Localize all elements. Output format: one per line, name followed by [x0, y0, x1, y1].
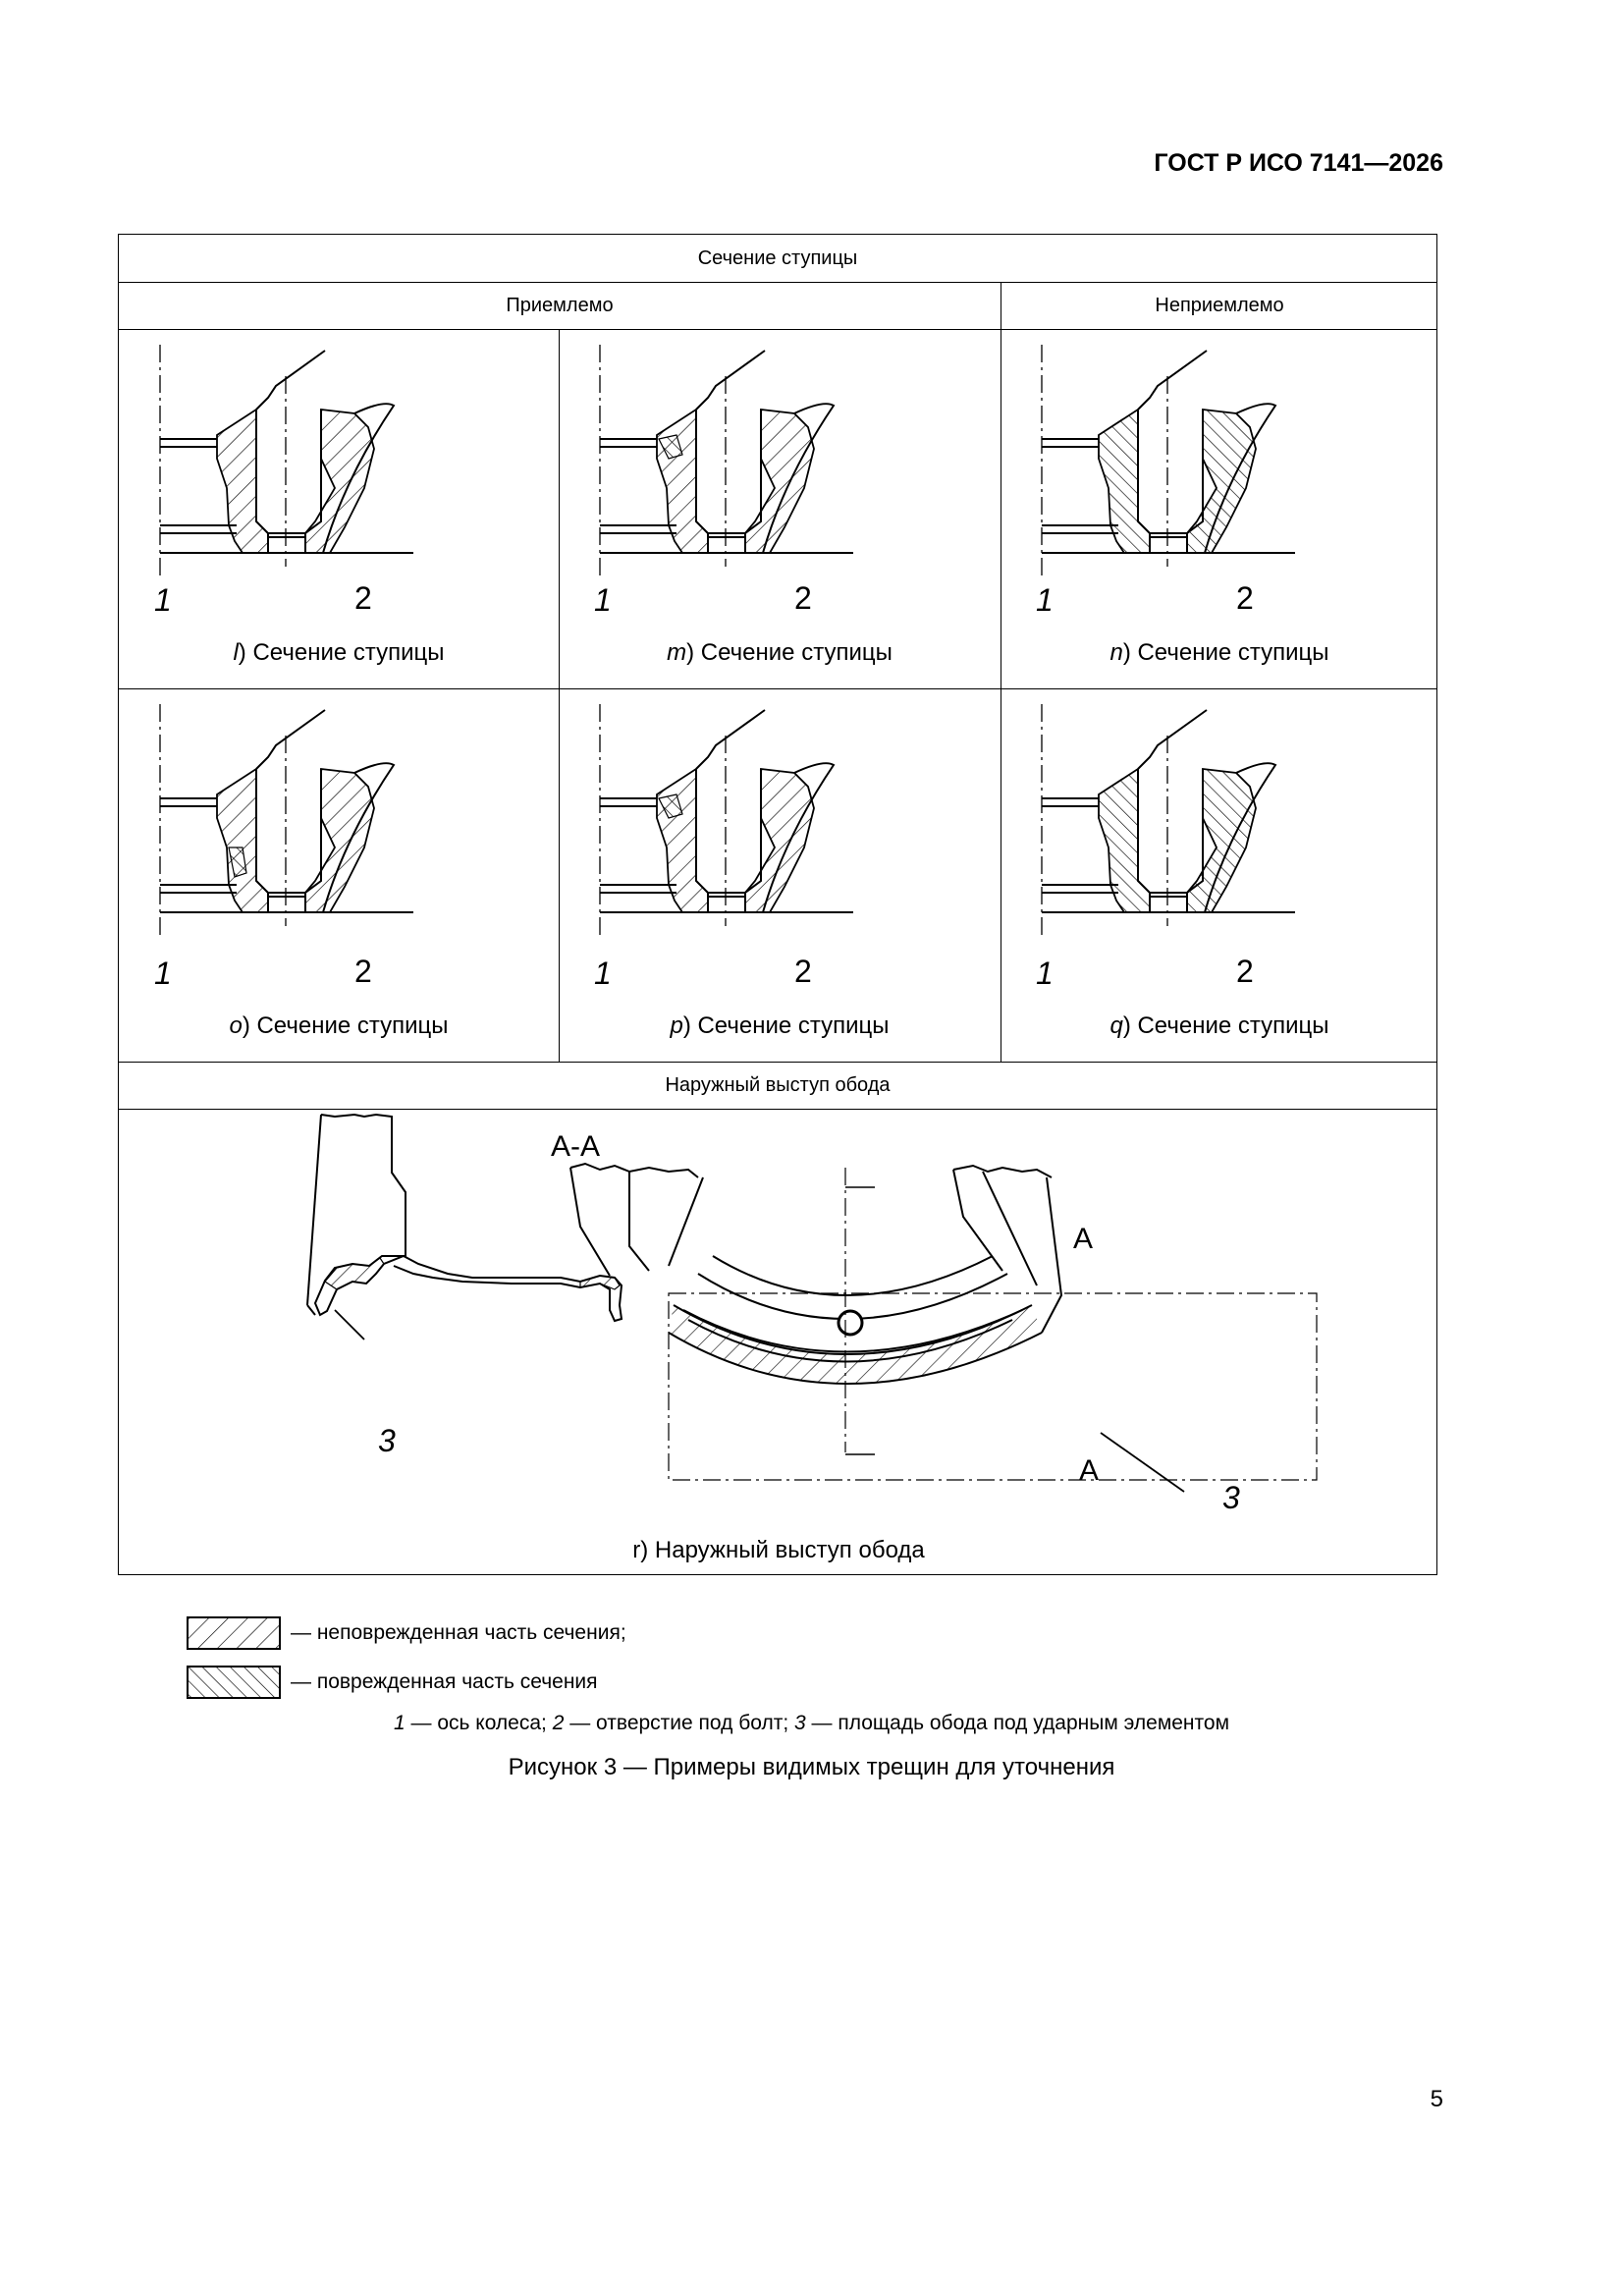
panel-letter-m: m [667, 639, 687, 666]
hub-drawing-n [1041, 345, 1295, 576]
panel-caption-m: m) Сечение ступицы [559, 639, 1001, 667]
panel-letter-o: o [229, 1012, 243, 1039]
panel-caption-n: n) Сечение ступицы [1001, 639, 1438, 667]
panel-letter-n: n [1109, 639, 1123, 666]
rim-leader-3-left [334, 1309, 365, 1340]
panel-caption-l: l) Сечение ступицы [119, 639, 559, 667]
axis-label-m: 1 [594, 582, 612, 618]
page-number: 5 [1430, 2086, 1443, 2112]
cut-outline [668, 1292, 1318, 1481]
panel-letter-q: q [1109, 1012, 1123, 1039]
bolt-hole-label-p: 2 [794, 954, 812, 989]
column-unacceptable: Неприемлемо [1155, 294, 1284, 316]
rim-title: Наружный выступ обода [119, 1062, 1436, 1110]
rim-arc-hatch [669, 1305, 1042, 1384]
panel-letter-p: p [670, 1012, 683, 1039]
rim-caption: r) Наружный выступ обода [632, 1537, 925, 1563]
hub-drawing-o [159, 704, 413, 936]
hub-panel-l: 1 2 l) Сечение ступицы [119, 329, 559, 688]
axis-label-l: 1 [154, 582, 172, 618]
rim-hatch-right [579, 1275, 621, 1290]
bolt-hole-label-n: 2 [1236, 580, 1254, 616]
document-id: ГОСТ Р ИСО 7141—2026 [1154, 149, 1443, 177]
panel-caption-o: o) Сечение ступицы [119, 1012, 559, 1040]
key-text-1: — ось колеса; [405, 1712, 553, 1734]
panel-divider-1 [559, 329, 560, 1062]
bolt-hole-label-o: 2 [354, 954, 372, 989]
cut-label-bottom: A [1079, 1454, 1100, 1487]
cut-label-top: A [1073, 1223, 1094, 1255]
key-text-3: — площадь обода под ударным элементом [805, 1712, 1230, 1734]
column-header-row: Приемлемо Неприемлемо [119, 282, 1436, 330]
hub-panel-q: 1 2 q) Сечение ступицы [1001, 688, 1438, 1062]
panel-caption-text: ) Сечение ступицы [238, 639, 445, 666]
legend-undamaged-text: — неповрежденная часть сечения; [291, 1621, 626, 1644]
rim-leader-3-right [1100, 1432, 1185, 1493]
rim-label-3-left: 3 [378, 1423, 396, 1458]
hub-drawing-m [599, 345, 853, 576]
table-title: Сечение ступицы [119, 235, 1436, 283]
axis-label-q: 1 [1036, 956, 1054, 991]
panel-row-2 [119, 688, 1436, 1063]
panel-letter-l: l [233, 639, 239, 666]
figure-key: 1 — ось колеса; 2 — отверстие под болт; … [0, 1712, 1623, 1735]
panel-caption-text: ) Сечение ступицы [682, 1012, 890, 1039]
panel-caption-p: p) Сечение ступицы [559, 1012, 1001, 1040]
bolt-hole-label-l: 2 [354, 580, 372, 616]
bolt-hole-label-m: 2 [794, 580, 812, 616]
rim-profile-left [306, 1113, 623, 1323]
panel-row-1 [119, 329, 1436, 689]
key-text-2: — отверстие под болт; [564, 1712, 794, 1734]
hub-panel-m: 1 2 m) Сечение ступицы [559, 329, 1001, 688]
legend-swatch-undamaged [187, 1616, 281, 1650]
rim-label-3-right: 3 [1222, 1480, 1240, 1515]
rim-bolt-hole [837, 1309, 864, 1337]
panel-caption-q: q) Сечение ступицы [1001, 1012, 1438, 1040]
bolt-hole-label-q: 2 [1236, 954, 1254, 989]
rim-drawing [306, 1113, 1318, 1493]
key-number-3: 3 [794, 1712, 806, 1734]
section-label-aa: A-A [551, 1130, 601, 1163]
column-acceptable: Приемлемо [506, 294, 614, 316]
panel-caption-text: ) Сечение ступицы [686, 639, 893, 666]
axis-label-n: 1 [1036, 582, 1054, 618]
panel-caption-text: ) Сечение ступицы [1122, 639, 1329, 666]
rim-panel: A-A A A 3 3 r) Наружный выступ обода [119, 1109, 1438, 1576]
hub-drawing-l [159, 345, 413, 576]
panel-caption-text: ) Сечение ступицы [1122, 1012, 1329, 1039]
axis-label-o: 1 [154, 956, 172, 991]
key-number-2: 2 [552, 1712, 565, 1734]
hub-panel-n: 1 2 n) Сечение ступицы [1001, 329, 1438, 688]
figure-caption: Рисунок 3 — Примеры видимых трещин для у… [508, 1754, 1115, 1780]
hub-panel-p: 1 2 p) Сечение ступицы [559, 688, 1001, 1062]
rim-hatch-left [324, 1257, 385, 1290]
panel-caption-text: ) Сечение ступицы [242, 1012, 449, 1039]
legend-swatch-damaged [187, 1666, 281, 1699]
key-number-1: 1 [393, 1712, 406, 1734]
axis-label-p: 1 [594, 956, 612, 991]
hub-panel-o: 1 2 o) Сечение ступицы [119, 688, 559, 1062]
hub-drawing-q [1041, 704, 1295, 936]
figure-table: Сечение ступицы Приемлемо Неприемлемо На… [118, 234, 1437, 1575]
legend-damaged-text: — поврежденная часть сечения [291, 1670, 598, 1693]
hub-drawing-p [599, 704, 853, 936]
